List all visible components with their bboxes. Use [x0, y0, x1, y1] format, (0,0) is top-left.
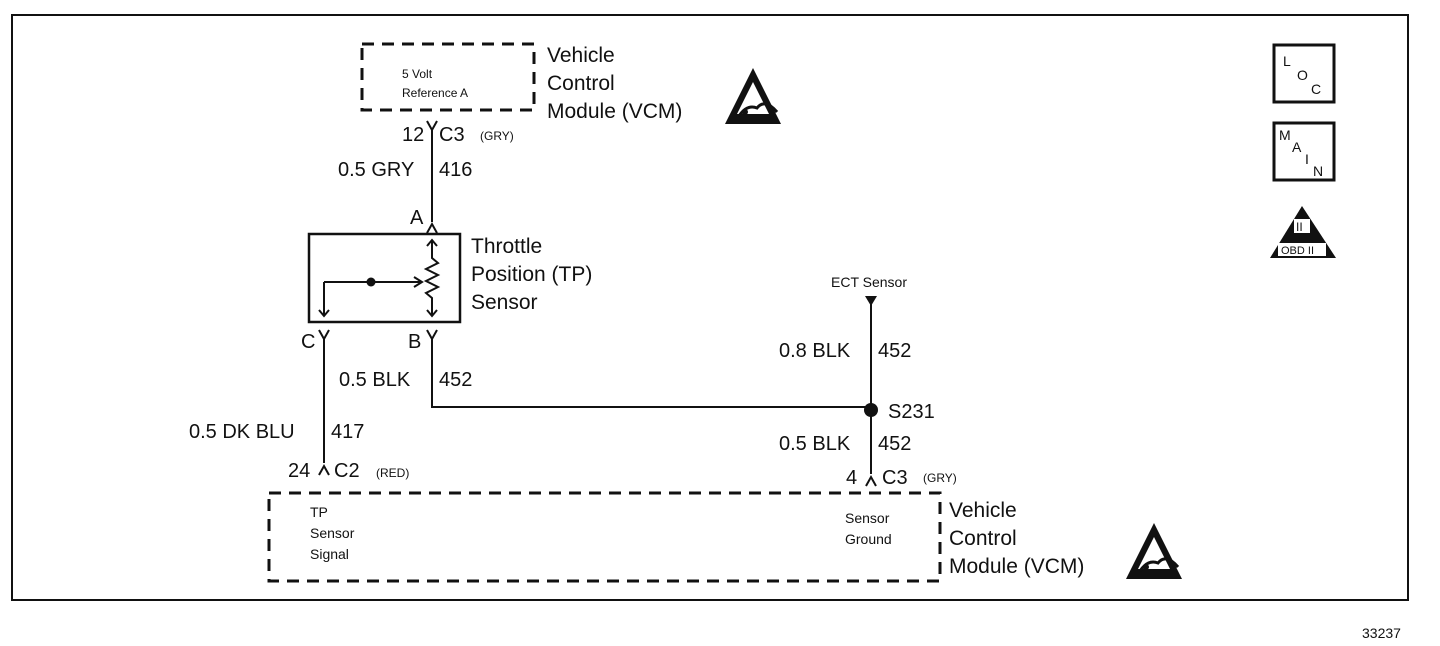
- connector-top-name: C3: [439, 124, 465, 146]
- tp-resistor-arrow-up: [426, 238, 438, 247]
- tp-wiper-arrow: [413, 276, 424, 288]
- tp-pin-c-label: C: [301, 331, 315, 353]
- vcm-bottom-ground-line-2: Ground: [845, 531, 892, 547]
- connector-c3-bottom-name: C3: [882, 467, 908, 489]
- vcm-bottom-tp-signal-line-1: TP: [310, 504, 328, 520]
- connector-c3-bottom-symbol: [865, 474, 877, 487]
- connector-top-color: (GRY): [480, 129, 514, 143]
- vcm-top-title-line-1: Vehicle: [547, 44, 615, 67]
- wire-dkblu-gauge: 0.5 DK BLU: [189, 421, 295, 443]
- tp-resistor: [423, 240, 441, 316]
- splice-label: S231: [888, 401, 935, 423]
- tp-wiper-lead-arrow: [318, 309, 330, 318]
- main-letter-a: A: [1292, 139, 1302, 155]
- vcm-top-circuit-line-1: 5 Volt: [402, 67, 433, 81]
- esd-warning-icon: [725, 68, 781, 124]
- wire-blk-ect-gauge: 0.8 BLK: [779, 340, 851, 362]
- tp-sensor-title-line-3: Sensor: [471, 291, 538, 314]
- connector-c2-name: C2: [334, 460, 360, 482]
- tp-pin-c-symbol: [318, 329, 330, 342]
- esd-warning-icon: [1126, 523, 1182, 579]
- vcm-top-circuit-line-2: Reference A: [402, 86, 468, 100]
- wire-blk-tp-circuit: 452: [439, 369, 472, 391]
- tp-sensor-box: [307, 232, 462, 324]
- connector-top-symbol: [426, 120, 438, 133]
- obd-label: OBD II: [1281, 245, 1314, 257]
- diagram-frame: [11, 14, 1409, 601]
- vcm-bottom-tp-signal-line-2: Sensor: [310, 525, 355, 541]
- wire-blk-ect-circuit: 452: [878, 340, 911, 362]
- tp-sensor-title-line-1: Throttle: [471, 235, 542, 258]
- tp-pin-a-label: A: [410, 207, 424, 229]
- wire-blk-vcm-circuit: 452: [878, 433, 911, 455]
- ect-sensor-label: ECT Sensor: [831, 274, 907, 290]
- wire-blk-tp-452: [431, 339, 871, 408]
- connector-c3-bottom-color: (GRY): [923, 471, 957, 485]
- ect-sensor-arrow: [865, 296, 877, 306]
- wire-blk-vcm-gauge: 0.5 BLK: [779, 433, 851, 455]
- main-icon: M A I N: [1272, 121, 1336, 182]
- vcm-bottom-ground-line-1: Sensor: [845, 510, 890, 526]
- loc-letter-o: O: [1297, 67, 1308, 83]
- vcm-bottom-title-line-3: Module (VCM): [949, 555, 1084, 578]
- vcm-bottom-title-line-2: Control: [949, 527, 1017, 550]
- vcm-top-title-line-2: Control: [547, 72, 615, 95]
- tp-wiper-node: [366, 277, 376, 287]
- tp-pin-a-symbol: [426, 221, 438, 234]
- main-letter-m: M: [1279, 127, 1291, 143]
- connector-c2-symbol: [318, 463, 330, 476]
- tp-sensor-title-line-2: Position (TP): [471, 263, 592, 286]
- vcm-bottom-title-line-1: Vehicle: [949, 499, 1017, 522]
- connector-top-pin: 12: [402, 124, 424, 146]
- main-letter-n: N: [1313, 163, 1323, 179]
- vcm-top-title-line-3: Module (VCM): [547, 100, 682, 123]
- figure-number: 33237: [1362, 625, 1401, 641]
- loc-icon: L O C: [1272, 43, 1336, 104]
- wire-gry-circuit: 416: [439, 159, 472, 181]
- loc-letter-l: L: [1283, 53, 1291, 69]
- wire-dkblu-circuit: 417: [331, 421, 364, 443]
- obd-numeral: II: [1296, 220, 1303, 234]
- wire-blk-tp-gauge: 0.5 BLK: [339, 369, 411, 391]
- connector-c2-pin: 24: [288, 460, 310, 482]
- vcm-bottom-tp-signal-line-3: Signal: [310, 546, 349, 562]
- connector-c3-bottom-pin: 4: [846, 467, 857, 489]
- obd-ii-icon: II OBD II: [1270, 206, 1336, 258]
- main-letter-i: I: [1305, 151, 1309, 167]
- tp-resistor-arrow-down: [426, 309, 438, 318]
- vcm-bottom-box: [267, 491, 942, 583]
- vcm-top-box: [360, 42, 536, 112]
- connector-c2-color: (RED): [376, 466, 409, 480]
- tp-pin-b-symbol: [426, 329, 438, 342]
- loc-letter-c: C: [1311, 81, 1321, 97]
- tp-pin-b-label: B: [408, 331, 421, 353]
- wire-gry-gauge: 0.5 GRY: [338, 159, 414, 181]
